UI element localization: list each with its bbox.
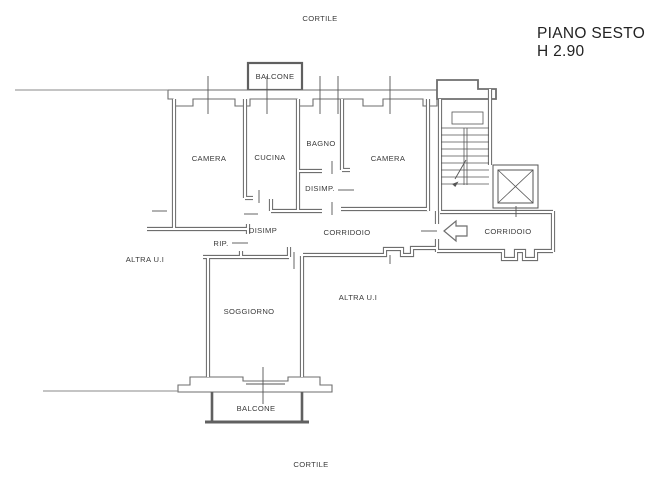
label-altra-ui-left: ALTRA U.I: [126, 255, 164, 264]
room-label-corridoio-entrance: CORRIDOIO: [484, 227, 531, 236]
room-label-balcone-top: BALCONE: [256, 72, 295, 81]
wall-inner-lines: [147, 89, 555, 377]
entrance-arrow-icon: [443, 219, 468, 243]
room-label-corridoio-main: CORRIDOIO: [323, 228, 370, 237]
room-label-soggiorno: SOGGIORNO: [224, 307, 275, 316]
room-label-cucina: CUCINA: [254, 153, 286, 162]
labels-layer: CORTILE PIANO SESTO H 2.90 BALCONE CAMER…: [126, 14, 645, 469]
room-label-disimp-center: DISIMP.: [305, 184, 335, 193]
stairs-icon: [441, 111, 489, 187]
plan-title: PIANO SESTO: [537, 25, 645, 42]
room-label-disimp-left: DISIMP: [249, 226, 277, 235]
stairs-down-arrowhead: [452, 181, 459, 187]
facade-and-balconies: [167, 61, 497, 424]
balcony-bottom-outline: [205, 392, 309, 424]
bottom-facade-wall: [177, 376, 333, 393]
room-label-rip: RIP.: [213, 239, 228, 248]
label-cortile-top: CORTILE: [302, 14, 337, 23]
window-ticks: [207, 76, 391, 404]
room-label-camera-left: CAMERA: [192, 154, 227, 163]
door-marks: [152, 161, 517, 269]
label-altra-ui-right: ALTRA U.I: [339, 293, 377, 302]
elevator-icon: [492, 164, 539, 209]
room-label-bagno: BAGNO: [306, 139, 335, 148]
plan-height-note: H 2.90: [537, 43, 585, 60]
stairwell-top-block: [436, 79, 497, 100]
room-label-camera-right: CAMERA: [371, 154, 406, 163]
reference-lines: [15, 89, 178, 392]
room-label-balcone-bottom: BALCONE: [237, 404, 276, 413]
label-cortile-bottom: CORTILE: [293, 460, 328, 469]
